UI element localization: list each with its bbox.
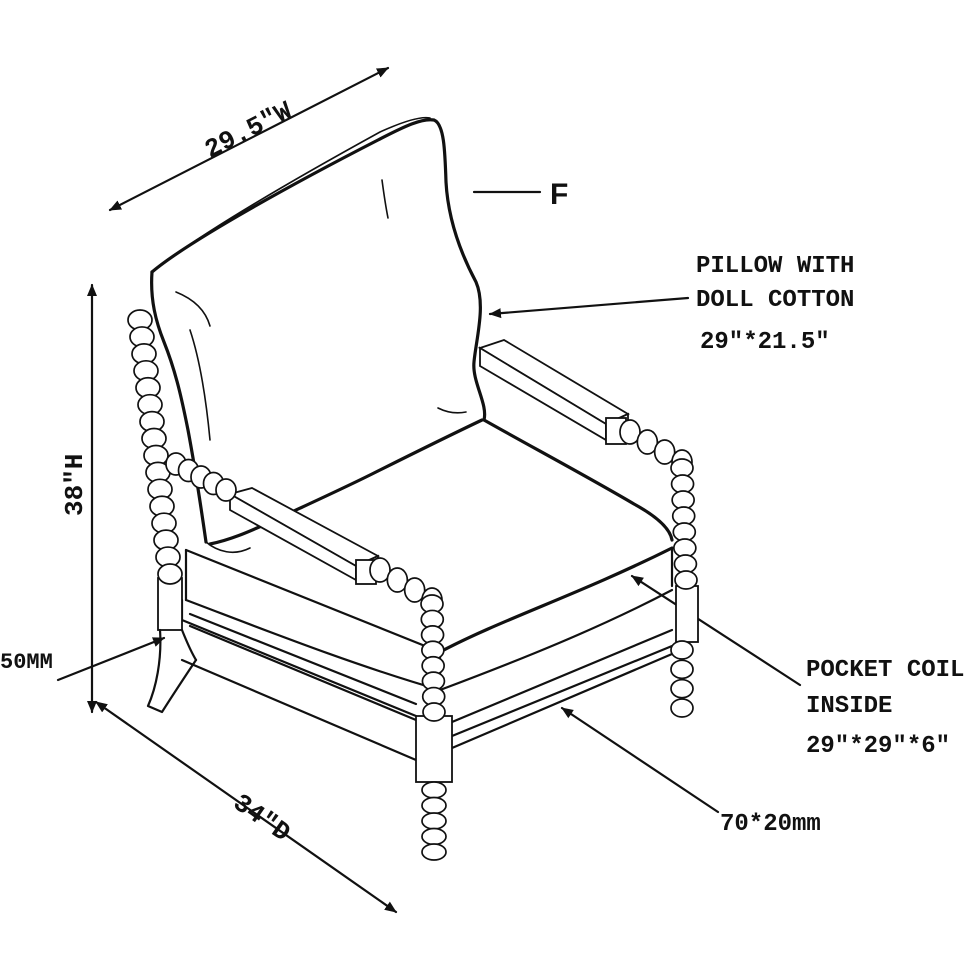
spindle-bead: [670, 678, 694, 699]
spindle-bead: [421, 843, 447, 861]
spindle-bead: [421, 827, 447, 846]
leg-leader-arrow: [56, 636, 166, 682]
spindle-bead: [421, 781, 447, 799]
front-corner-block: [415, 715, 453, 783]
spindle-turnings: [127, 309, 698, 861]
spindle-bead: [421, 796, 447, 815]
coil-leader-arrow: [630, 574, 802, 687]
leg-label: 50MM: [0, 650, 53, 675]
spindle-bead: [619, 419, 641, 445]
spindle-bead: [670, 659, 694, 680]
coil-label-line2: INSIDE: [806, 693, 892, 720]
width-dimension-arrow: [108, 66, 390, 212]
pillow-leader-arrow: [488, 296, 690, 319]
rear-right-block: [675, 585, 699, 643]
coil-label-line1: POCKET COIL: [806, 657, 964, 684]
spindle-bead: [422, 702, 446, 722]
spindle-bead: [403, 577, 426, 603]
width-label: 29.5"W: [200, 96, 297, 165]
pillow-label-line2: DOLL COTTON: [696, 287, 854, 314]
depth-dimension-arrow: [94, 700, 398, 914]
fabric-code-label: F: [550, 178, 568, 211]
spindle-bead: [215, 478, 237, 502]
rail-leader-arrow: [560, 706, 720, 814]
rear-left-leg: [146, 577, 198, 714]
pillow-label-line3: 29"*21.5": [700, 329, 830, 356]
rail-label: 70*20mm: [720, 811, 821, 838]
right-armrest: [477, 339, 630, 445]
spindle-bead: [653, 439, 676, 465]
spindle-bead: [369, 557, 391, 583]
spindle-bead: [670, 698, 694, 718]
spindle-bead: [670, 640, 694, 660]
spindle-bead: [157, 563, 183, 585]
coil-label-line3: 29"*29"*6": [806, 733, 950, 760]
spindle-bead: [636, 429, 659, 455]
spindle-bead: [421, 812, 447, 830]
spindle-bead: [674, 570, 698, 590]
left-armrest: [227, 487, 381, 585]
depth-label: 34"D: [227, 788, 295, 848]
spindle-bead: [386, 567, 409, 593]
pillow-label-line1: PILLOW WITH: [696, 253, 854, 280]
height-label: 38"H: [60, 454, 90, 516]
